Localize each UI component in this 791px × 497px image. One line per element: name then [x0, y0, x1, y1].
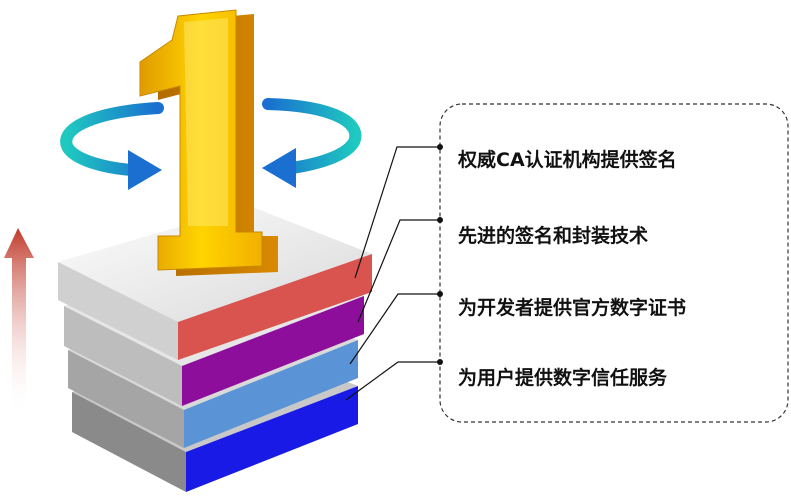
leader-line-3: [349, 293, 440, 365]
leader-dot-1: [437, 144, 443, 150]
arrow-right-icon: [128, 150, 162, 190]
leader-lines: [345, 144, 443, 401]
up-arrow-icon: [4, 228, 34, 415]
callout-label-4: 为用户提供数字信任服务: [458, 367, 668, 389]
callout-box: [439, 103, 789, 423]
leader-line-2: [357, 219, 440, 323]
rotation-arrows: [60, 98, 362, 190]
callout-label-1: 权威CA认证机构提供签名: [458, 149, 677, 171]
leader-dot-2: [437, 217, 443, 223]
leader-line-4: [345, 361, 440, 401]
leader-dot-4: [437, 359, 443, 365]
leader-dot-3: [437, 291, 443, 297]
leader-line-1: [354, 146, 440, 279]
layer-stack: [58, 206, 372, 492]
callout-label-2: 先进的签名和封装技术: [458, 225, 649, 247]
numeral-one: [139, 9, 278, 276]
arrow-left-icon: [262, 148, 296, 188]
callout-label-3: 为开发者提供官方数字证书: [458, 297, 687, 319]
